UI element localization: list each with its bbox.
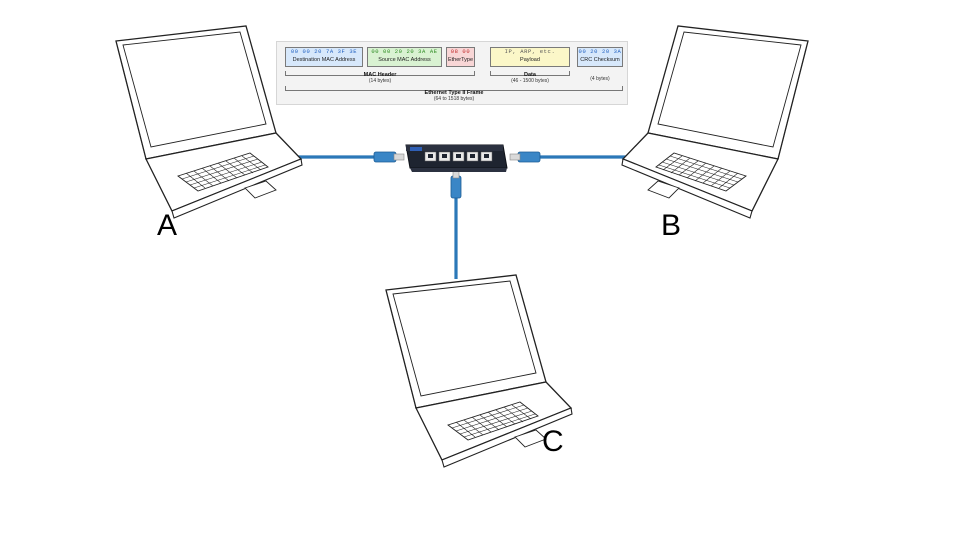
network-switch-icon (405, 144, 508, 172)
ethertype-caption: EtherType (447, 57, 474, 63)
node-label-a: A (157, 209, 178, 242)
connector-a-icon (373, 151, 397, 163)
crc-hex: 00 20 20 3A (578, 48, 622, 55)
ethertype-hex: 08 00 (450, 48, 471, 55)
data-size: (46 - 1500 bytes) (511, 78, 549, 84)
node-label-c: C (542, 425, 564, 458)
frame-size: (64 to 1518 bytes) (433, 96, 475, 102)
mac-header-title: MAC Header (363, 72, 397, 78)
plug-b-icon (509, 153, 521, 161)
field-crc: 00 20 20 3A CRC Checksum (577, 47, 623, 67)
frame-title: Ethernet Type II Frame (424, 90, 484, 96)
field-destination-mac: 00 00 20 7A 3F 3E Destination MAC Addres… (285, 47, 363, 67)
source-mac-caption: Source MAC Address (378, 57, 431, 63)
source-mac-hex: 00 00 20 20 3A AE (371, 48, 438, 55)
laptop-a-icon (115, 25, 303, 219)
crc-size: (4 bytes) (590, 76, 610, 82)
node-label-b: B (661, 209, 682, 242)
payload-caption: Payload (520, 57, 540, 63)
field-ethertype: 08 00 EtherType (446, 47, 475, 67)
mac-header-bracket (285, 71, 475, 76)
field-source-mac: 00 00 20 20 3A AE Source MAC Address (367, 47, 442, 67)
mac-header-size: (14 bytes) (368, 78, 392, 84)
data-bracket (490, 71, 570, 76)
destination-mac-hex: 00 00 20 7A 3F 3E (290, 48, 358, 55)
plug-a-icon (393, 153, 405, 161)
crc-caption: CRC Checksum (580, 57, 620, 63)
cables (291, 151, 626, 279)
data-title: Data (524, 72, 536, 78)
connector-c-icon (450, 175, 462, 199)
destination-mac-caption: Destination MAC Address (292, 57, 356, 63)
frame-bracket (285, 86, 623, 91)
ethernet-frame-diagram: 00 00 20 7A 3F 3E Destination MAC Addres… (276, 41, 628, 105)
payload-hex: IP, ARP, etc. (504, 48, 556, 55)
connector-b-icon (517, 151, 541, 163)
laptop-b-icon (621, 25, 809, 219)
field-payload: IP, ARP, etc. Payload (490, 47, 570, 67)
